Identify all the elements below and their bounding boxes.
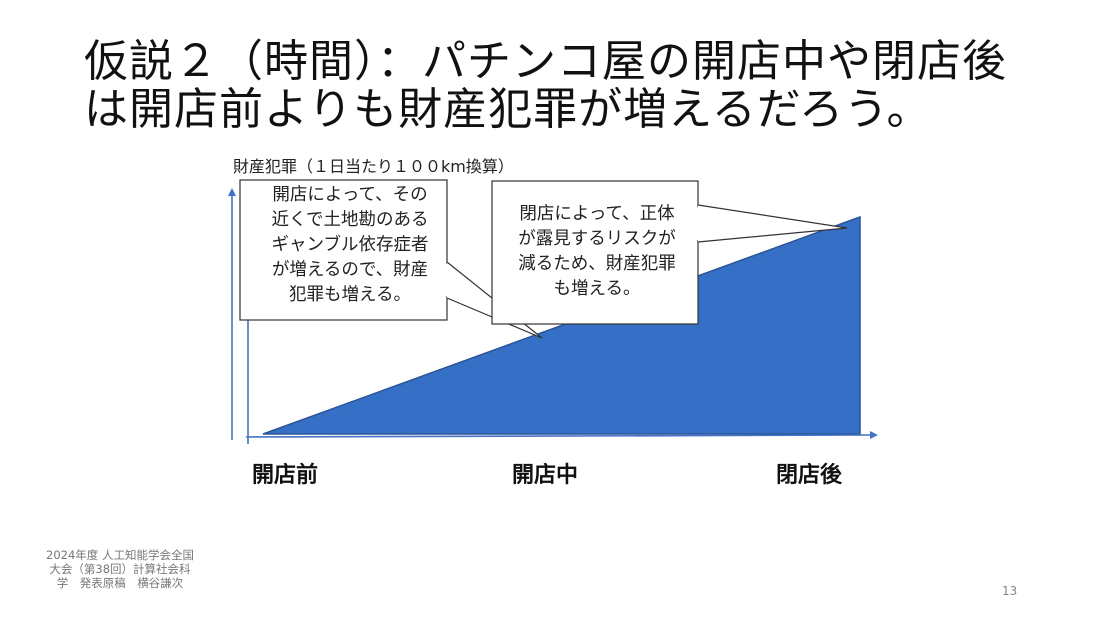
callout-left-text: 開店によって、その 近くで土地勘のある ギャンブル依存症者 が増えるので、財産 … [271,185,429,305]
y-axis-label: 財産犯罪（１日当たり１００km換算） [233,157,514,176]
crime-increase-area [262,215,861,435]
page-number: 13 [1002,584,1018,598]
x-label-before-opening: 開店前 [252,463,319,488]
footer-credit: 2024年度 人工知能学会全国 大会（第38回）計算社会科 学 発表原稿 横谷謙… [46,548,194,590]
callout-right-text: 閉店によって、正体 が露見するリスクが 減るため、財産犯罪 も増える。 [518,204,676,299]
x-axis [245,431,878,440]
x-label-during-opening: 開店中 [512,463,579,488]
callout-left-box [239,179,448,321]
callout-right-pointer [697,204,848,243]
callout-right-box [491,180,699,325]
x-label-after-closing: 閉店後 [776,463,843,488]
slide-title: 仮説２（時間）：パチンコ屋の開店中や閉店後は開店前よりも財産犯罪が増えるだろう。 [84,36,1007,135]
